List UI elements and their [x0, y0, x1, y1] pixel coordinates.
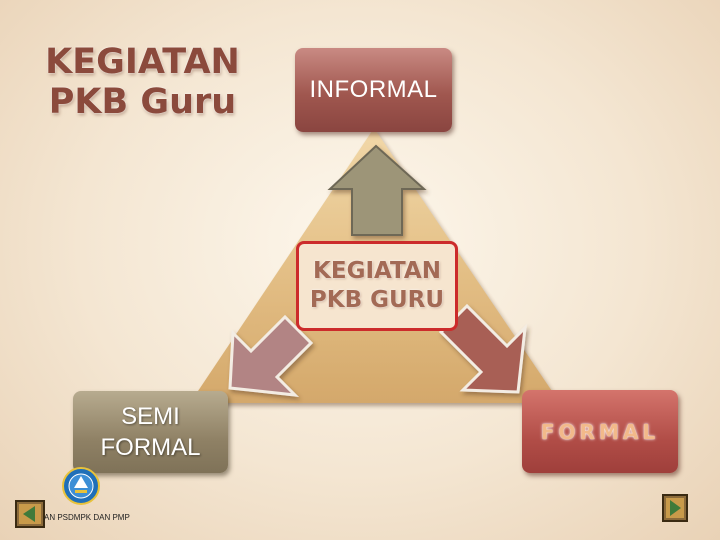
- formal-label: FORMAL: [540, 419, 660, 444]
- forward-arrow-icon: [670, 500, 681, 516]
- down-left-arrow-icon: [228, 314, 314, 397]
- back-arrow-icon: [23, 506, 35, 522]
- center-box: KEGIATAN PKB GURU: [296, 241, 458, 331]
- center-label-line2: PKB GURU: [309, 287, 445, 313]
- informal-label: INFORMAL: [309, 76, 438, 103]
- tut-wuri-handayani-logo-icon: [62, 467, 100, 505]
- semi-formal-label-line2: FORMAL: [100, 434, 201, 461]
- informal-box: INFORMAL: [295, 48, 452, 132]
- back-button[interactable]: [15, 500, 45, 528]
- semi-formal-box: SEMI FORMAL: [73, 391, 228, 473]
- slide-title-line2: PKB Guru: [48, 82, 237, 122]
- up-arrow-icon: [327, 144, 427, 236]
- slide-title: KEGIATAN PKB Guru: [30, 42, 255, 122]
- center-label-line1: KEGIATAN: [313, 258, 441, 284]
- forward-button[interactable]: [662, 494, 688, 522]
- footer-text: AN PSDMPK DAN PMP: [44, 513, 130, 522]
- semi-formal-label-line1: SEMI: [121, 403, 180, 430]
- formal-box: FORMAL: [522, 390, 678, 473]
- slide-title-line1: KEGIATAN: [45, 42, 240, 82]
